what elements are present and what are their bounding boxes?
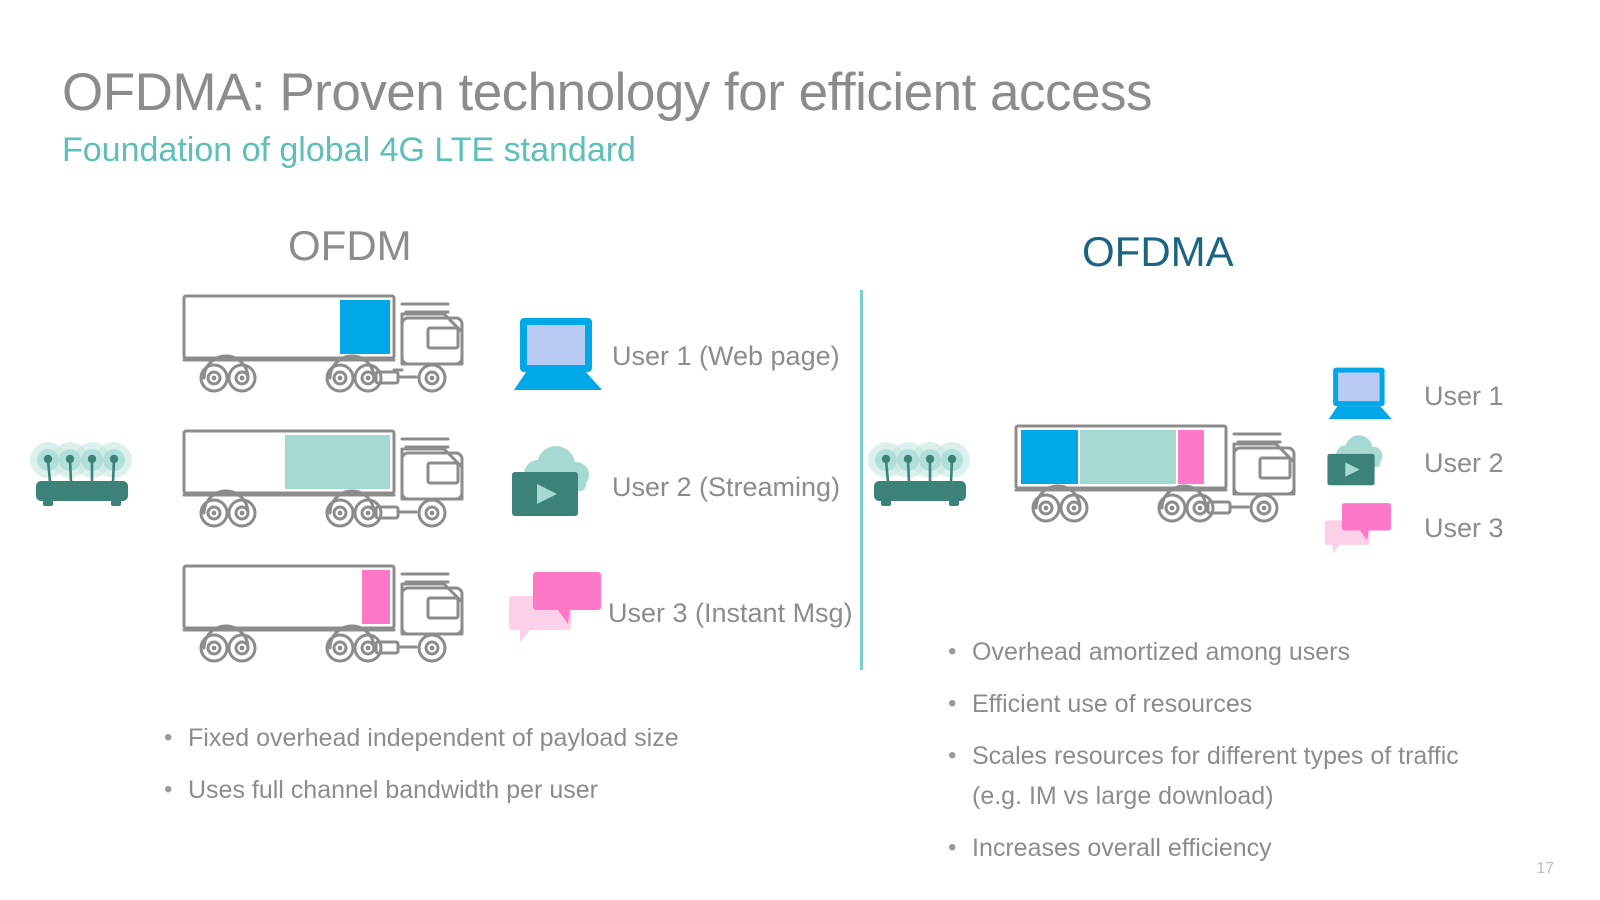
bullets-left: • Fixed overhead independent of payload …	[160, 718, 820, 822]
wifi-router-icon	[28, 438, 138, 508]
page-subtitle: Foundation of global 4G LTE standard	[62, 131, 636, 169]
bullet-dot-icon: •	[948, 742, 957, 769]
bullet-item: • Overhead amortized among users	[944, 632, 1464, 672]
section-heading-ofdma: OFDMA	[1082, 228, 1234, 275]
page-title: OFDMA: Proven technology for efficient a…	[62, 63, 1153, 122]
bullets-right: • Overhead amortized among users • Effic…	[944, 632, 1464, 880]
truck-segment-user3	[1178, 430, 1204, 484]
bullet-dot-icon: •	[164, 776, 173, 803]
laptop-icon	[510, 316, 608, 394]
cloud-video-icon	[510, 443, 608, 521]
page-number: 17	[1536, 860, 1554, 877]
bullet-item: • Fixed overhead independent of payload …	[160, 718, 820, 758]
truck-row-3	[180, 558, 470, 663]
legend-label-user3: User 3	[1424, 513, 1504, 543]
bullet-dot-icon: •	[948, 638, 957, 665]
user-label-3: User 3 (Instant Msg)	[608, 598, 853, 628]
truck-segment-user1	[1021, 430, 1078, 484]
legend-label-user2: User 2	[1424, 448, 1504, 478]
truck-segment-user2	[1080, 430, 1176, 484]
section-heading-ofdm: OFDM	[288, 222, 412, 269]
panel-divider	[860, 290, 863, 670]
bullet-dot-icon: •	[164, 724, 173, 751]
bullet-item: • Increases overall efficiency	[944, 828, 1464, 868]
truck-row-1	[180, 288, 470, 393]
user-label-2: User 2 (Streaming)	[612, 472, 841, 502]
truck-payload-2	[285, 435, 390, 489]
truck-payload-1	[340, 300, 390, 354]
bullet-item: • Scales resources for different types o…	[944, 736, 1464, 816]
truck-ofdma	[1012, 418, 1302, 523]
chat-bubbles-icon	[1324, 500, 1396, 558]
laptop-icon	[1326, 366, 1396, 422]
bullet-dot-icon: •	[948, 834, 957, 861]
bullet-dot-icon: •	[948, 690, 957, 717]
chat-bubbles-icon	[508, 568, 608, 648]
truck-row-2	[180, 423, 470, 528]
cloud-video-icon	[1326, 433, 1396, 489]
truck-payload-3	[362, 570, 390, 624]
user-label-1: User 1 (Web page)	[612, 341, 840, 371]
legend-label-user1: User 1	[1424, 381, 1504, 411]
bullet-item: • Efficient use of resources	[944, 684, 1464, 724]
wifi-router-icon	[866, 438, 976, 508]
bullet-item: • Uses full channel bandwidth per user	[160, 770, 820, 810]
